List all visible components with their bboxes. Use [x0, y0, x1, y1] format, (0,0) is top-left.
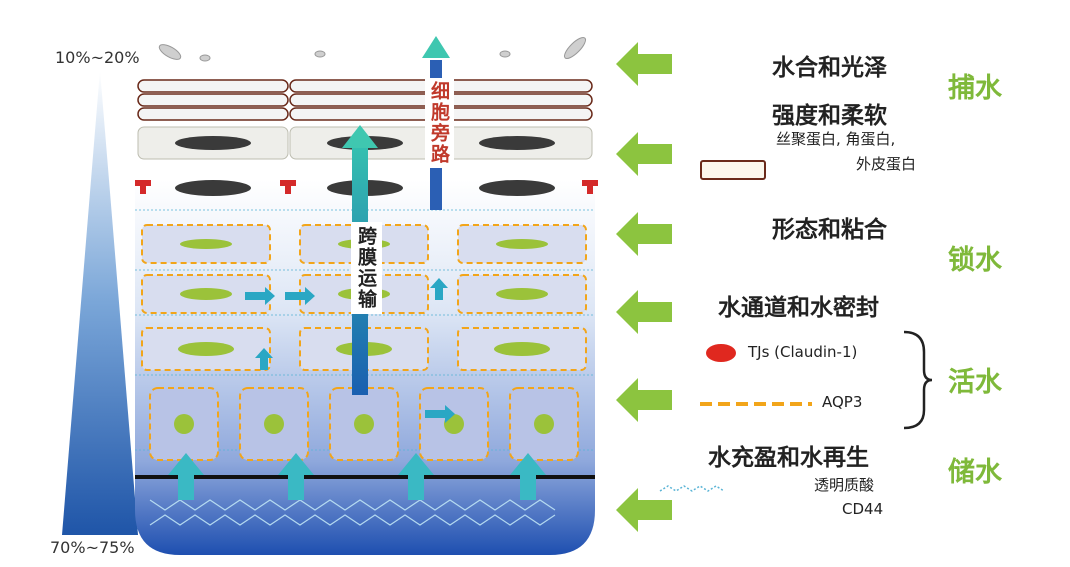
label-hydration-gloss: 水合和光泽 — [772, 55, 887, 81]
hyaluronic-legend-icon — [659, 485, 725, 492]
label-cd44: CD44 — [842, 500, 884, 518]
bracket-icon — [903, 330, 933, 430]
tjs-legend-icon — [706, 344, 736, 362]
arrow-icon-6 — [616, 488, 672, 532]
top-percentage: 10%~20% — [55, 48, 140, 67]
label-tjs: TJs (Claudin-1) — [748, 343, 858, 361]
label-hyaluronic: 透明质酸 — [814, 476, 875, 494]
label-proteins: 丝聚蛋白, 角蛋白, — [776, 130, 896, 148]
stage-capture: 捕水 — [948, 73, 1002, 104]
stage-activate: 活水 — [948, 367, 1002, 398]
bottom-percentage: 70%~75% — [50, 538, 135, 557]
label-aqp3: AQP3 — [822, 393, 863, 411]
label-strength-softness: 强度和柔软 — [772, 103, 887, 129]
arrow-icon-3 — [616, 212, 672, 256]
protein-legend-swatch — [700, 160, 766, 180]
aqp3-legend-line — [700, 402, 812, 406]
arrow-icon-2 — [616, 132, 672, 176]
arrow-icon-1 — [616, 42, 672, 86]
transmembrane-path-label: 跨膜运输 — [351, 222, 382, 314]
stage-store: 储水 — [948, 457, 1002, 488]
label-morphology-adhesion: 形态和粘合 — [772, 217, 887, 243]
label-proteins-2: 外皮蛋白 — [856, 155, 917, 173]
arrow-icon-4 — [616, 290, 672, 334]
water-gradient-triangle — [62, 70, 138, 535]
label-water-channel: 水通道和水密封 — [718, 295, 879, 321]
label-hydration-regen: 水充盈和水再生 — [708, 445, 869, 471]
skin-layers-diagram — [135, 36, 598, 555]
paracellular-path-label: 细胞旁路 — [425, 78, 454, 168]
arrow-icon-5 — [616, 378, 672, 422]
stage-lock: 锁水 — [948, 245, 1002, 276]
